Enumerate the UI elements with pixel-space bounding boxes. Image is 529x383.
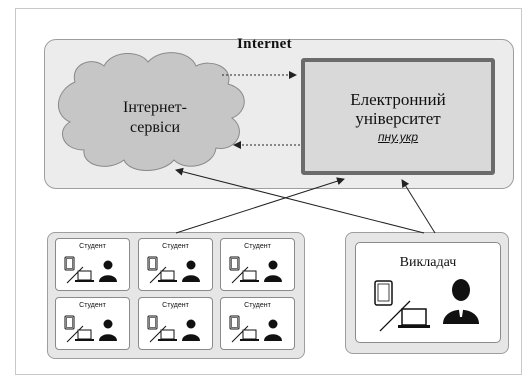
person-icon (99, 260, 117, 282)
laptop-icon (401, 308, 427, 326)
student-devices-icon (64, 315, 117, 343)
university-title-line2: університет (355, 109, 441, 128)
university-title: Електронний університет (305, 90, 491, 128)
teacher-panel: Викладач (345, 232, 509, 354)
student-card: Студент (55, 297, 130, 350)
divider-line (66, 325, 84, 343)
student-label: Студент (162, 302, 189, 309)
teacher-card: Викладач (355, 242, 501, 343)
cloud-label: Інтернет- сервіси (80, 98, 230, 138)
tablet-icon (64, 315, 75, 330)
student-label: Студент (79, 243, 106, 250)
student-card: Студент (220, 238, 295, 291)
university-site-link[interactable]: пну.укр (377, 130, 419, 144)
student-devices-icon (147, 315, 200, 343)
person-icon (264, 319, 282, 341)
student-devices-icon (147, 256, 200, 284)
student-label: Студент (244, 243, 271, 250)
tablet-icon (229, 256, 240, 271)
student-devices-icon (64, 256, 117, 284)
cloud-label-line1: Інтернет- (123, 99, 187, 116)
internet-title: Internet (237, 36, 292, 52)
laptop-icon (160, 270, 175, 281)
student-label: Студент (162, 243, 189, 250)
tablet-icon (147, 256, 158, 271)
cloud-label-line2: сервіси (129, 119, 181, 136)
divider-line (66, 266, 84, 284)
divider-line (231, 266, 249, 284)
tablet-icon (229, 315, 240, 330)
laptop-icon (77, 270, 92, 281)
divider-line (149, 266, 167, 284)
university-box: Електронний університет пну.укр (301, 58, 495, 175)
student-card: Студент (138, 297, 213, 350)
divider-line (149, 325, 167, 343)
businessman-icon (443, 279, 479, 324)
students-panel: Студент Студент (47, 232, 305, 359)
tablet-icon (64, 256, 75, 271)
student-card: Студент (138, 238, 213, 291)
laptop-icon (242, 270, 257, 281)
student-card: Студент (55, 238, 130, 291)
teacher-devices-icon (374, 279, 479, 332)
divider-line (379, 300, 411, 332)
teacher-label: Викладач (399, 255, 457, 270)
student-devices-icon (229, 315, 282, 343)
person-icon (182, 319, 200, 341)
person-icon (182, 260, 200, 282)
figure-frame (15, 8, 522, 375)
laptop-icon (242, 329, 257, 340)
divider-line (231, 325, 249, 343)
student-devices-icon (229, 256, 282, 284)
person-icon (264, 260, 282, 282)
student-label: Студент (79, 302, 106, 309)
university-title-line1: Електронний (350, 90, 446, 109)
person-icon (99, 319, 117, 341)
laptop-icon (160, 329, 175, 340)
student-label: Студент (244, 302, 271, 309)
laptop-icon (77, 329, 92, 340)
tablet-icon (147, 315, 158, 330)
student-card: Студент (220, 297, 295, 350)
